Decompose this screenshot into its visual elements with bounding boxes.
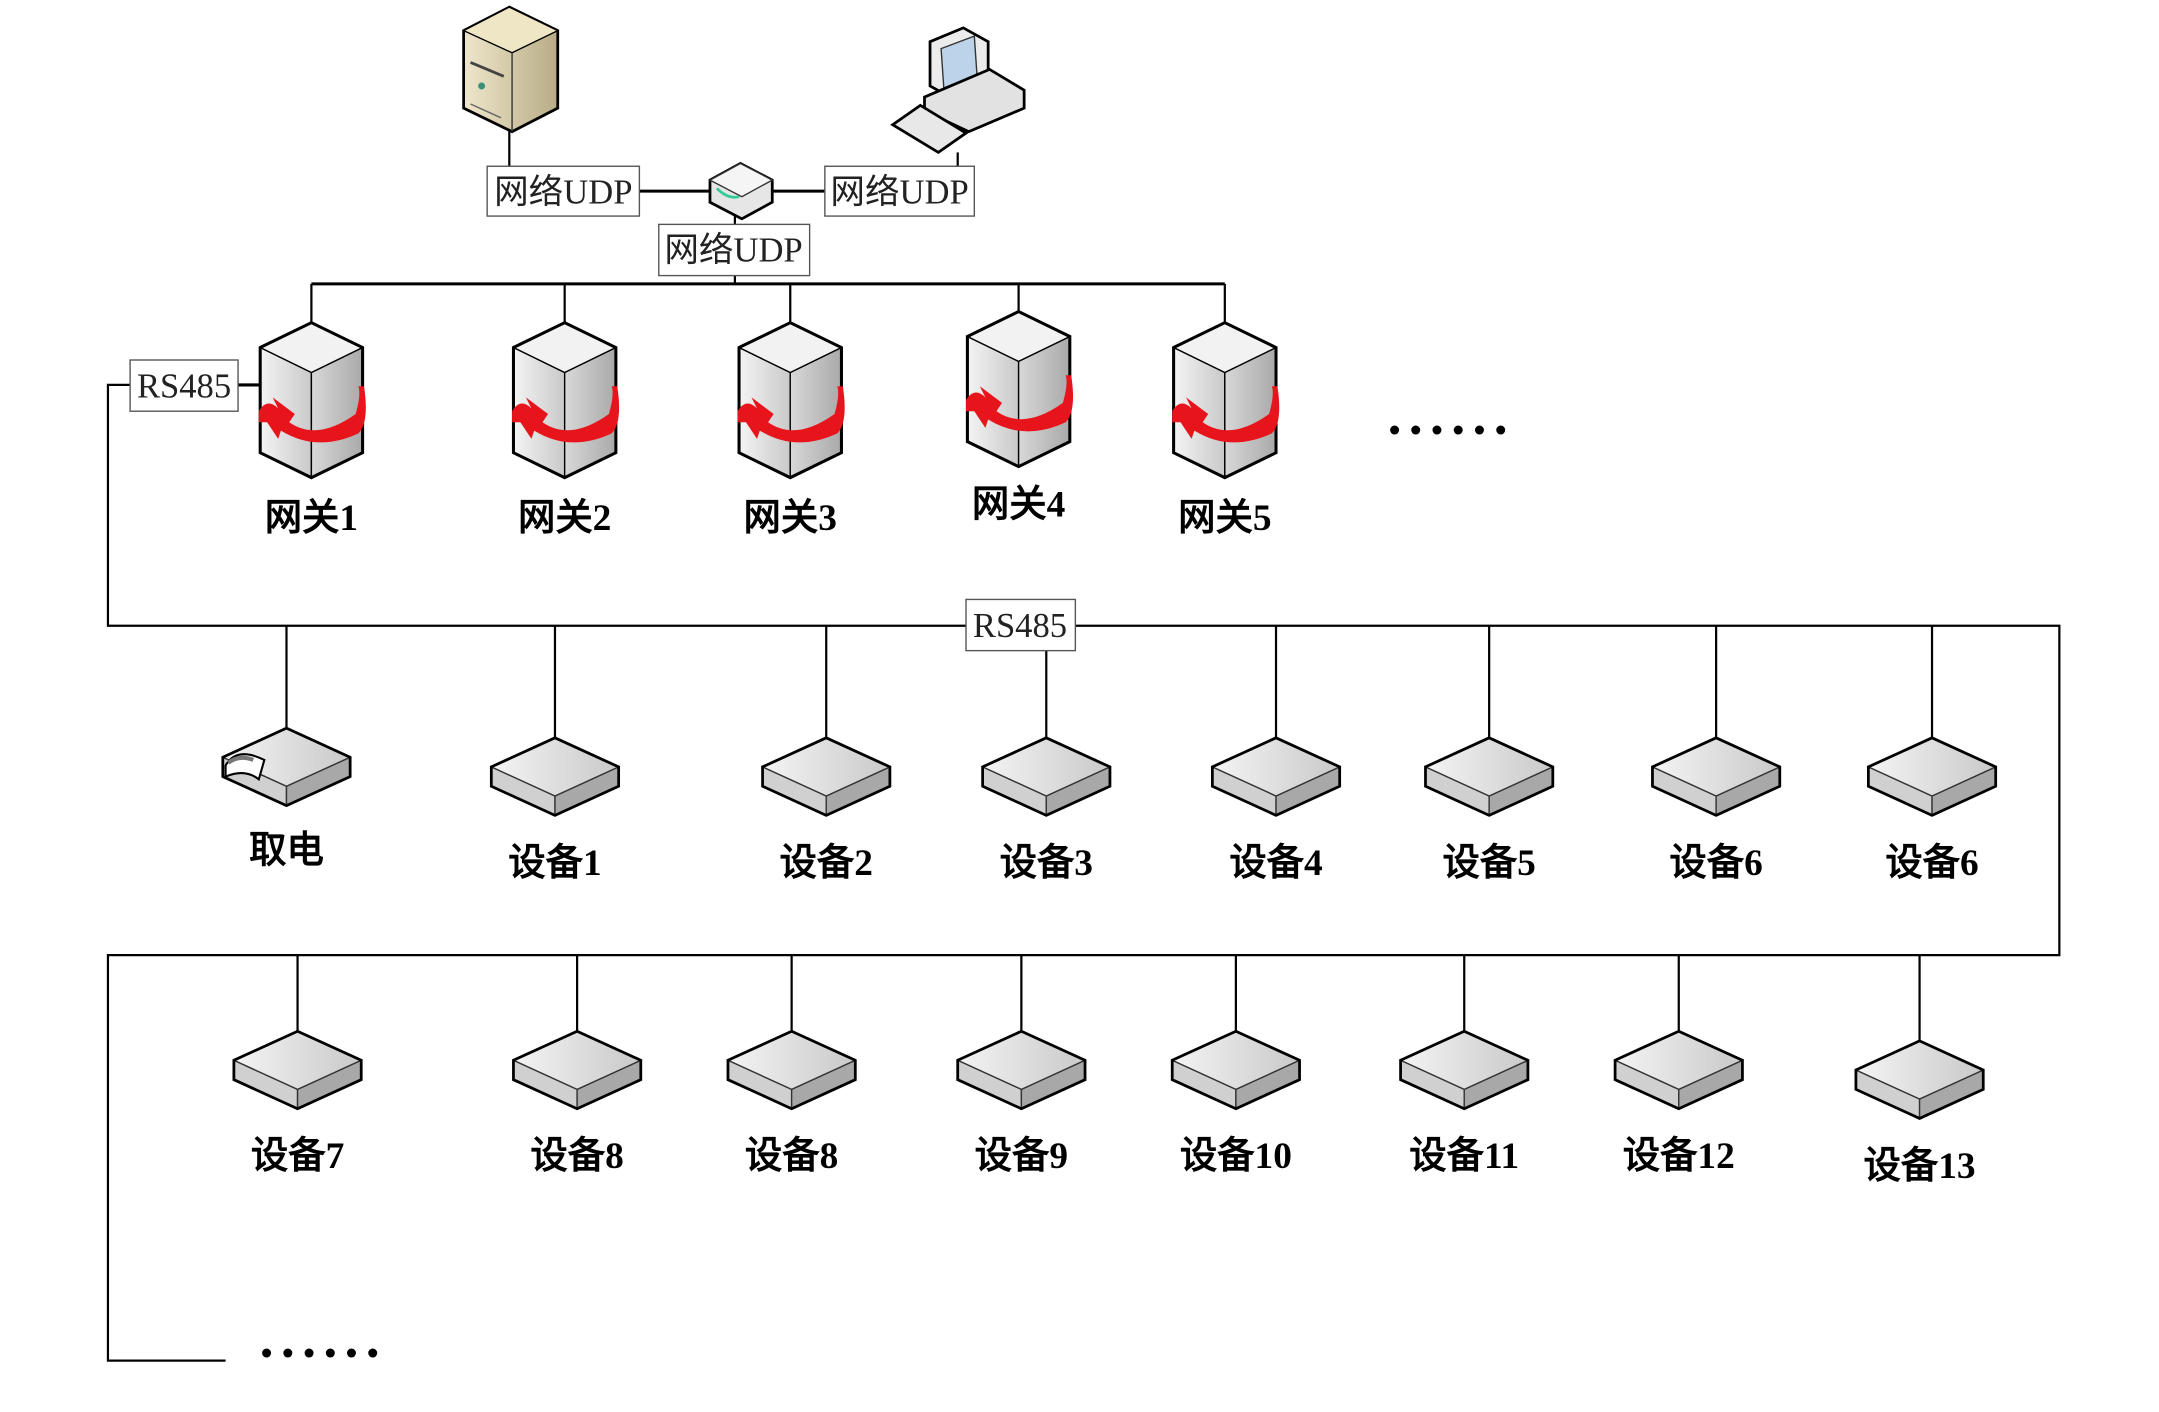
- device-设备12[interactable]: 设备12: [1613, 955, 1745, 1177]
- device-label: 设备6: [1885, 842, 1978, 884]
- device-label: 设备6: [1669, 842, 1762, 884]
- device-group: 取电 设备1 设备2 设备3 设备4 设备5 设备6 设备6 设备7 设备8 设备8 设备9 设备10 设…: [221, 625, 1998, 1187]
- gateway-label: 网关1: [265, 497, 358, 539]
- device-设备1[interactable]: 设备1: [489, 625, 621, 884]
- device-icon: [1423, 736, 1555, 817]
- device-icon: [1210, 736, 1342, 817]
- gateway-label: 网关5: [1178, 497, 1271, 539]
- gateway-5[interactable]: 网关5: [1172, 283, 1280, 539]
- device-icon: [1866, 736, 1998, 817]
- device-icon: [760, 736, 892, 817]
- device-icon: [726, 1029, 857, 1111]
- gateway-1[interactable]: 网关1: [258, 283, 366, 539]
- device-icon: [1170, 1029, 1302, 1111]
- gateway-label: 网关3: [744, 497, 837, 539]
- device-label: 设备9: [975, 1135, 1068, 1177]
- device-label: 设备1: [508, 842, 601, 884]
- device-icon: [511, 1029, 643, 1111]
- device-icon: [1854, 1039, 1985, 1120]
- svg-text:RS485: RS485: [137, 367, 231, 405]
- device-icon: [1650, 736, 1782, 817]
- pc-icon[interactable]: [890, 26, 1026, 155]
- router-icon[interactable]: [708, 161, 774, 221]
- device-设备6[interactable]: 设备6: [1650, 625, 1782, 884]
- server-link-label: 网络UDP: [486, 165, 641, 217]
- gateway-2[interactable]: 网关2: [511, 283, 620, 539]
- gateway-tower-icon: [258, 320, 366, 480]
- device-label: 设备8: [530, 1135, 623, 1177]
- device-icon: [1398, 1029, 1530, 1111]
- gateway-tower-icon: [1172, 320, 1280, 480]
- device-label: 设备5: [1442, 842, 1535, 884]
- device-label: 设备4: [1229, 842, 1322, 884]
- svg-text:网络UDP: 网络UDP: [494, 174, 632, 212]
- gateway-3[interactable]: 网关3: [737, 283, 845, 539]
- device-bus-label: RS485: [965, 598, 1077, 652]
- device-label: 设备13: [1864, 1145, 1976, 1187]
- more-devices-ellipsis: ······: [257, 1323, 384, 1384]
- device-label: 设备11: [1409, 1135, 1519, 1177]
- pc-link-label: 网络UDP: [824, 165, 976, 217]
- device-设备5[interactable]: 设备5: [1423, 625, 1555, 884]
- gateway-label: 网关4: [972, 483, 1065, 525]
- device-icon: [489, 736, 621, 817]
- device-label: 设备8: [745, 1135, 838, 1177]
- device-label: 设备2: [780, 842, 873, 884]
- power-tap[interactable]: 取电: [221, 625, 352, 872]
- svg-text:网络UDP: 网络UDP: [830, 174, 968, 212]
- more-gateways-ellipsis: ······: [1385, 400, 1512, 461]
- device-icon: [232, 1029, 363, 1111]
- router-link-label: 网络UDP: [658, 223, 811, 277]
- refresh-arrow-icon: [1172, 386, 1280, 443]
- device-设备8[interactable]: 设备8: [726, 955, 857, 1177]
- gateway-4[interactable]: 网关4: [965, 283, 1074, 526]
- refresh-arrow-icon: [512, 386, 620, 443]
- refresh-arrow-icon: [258, 386, 366, 443]
- gateway-group: 网关1 网关2 网关3 网关4 网关5: [258, 283, 1280, 539]
- device-label: 设备10: [1180, 1135, 1292, 1177]
- device-设备13[interactable]: 设备13: [1854, 955, 1985, 1187]
- device-label: 设备12: [1623, 1135, 1735, 1177]
- device-设备10[interactable]: 设备10: [1170, 955, 1302, 1177]
- server-icon[interactable]: [462, 5, 560, 134]
- gateway-tower-icon: [511, 320, 620, 480]
- gateway-tower-icon: [737, 320, 845, 480]
- refresh-arrow-icon: [966, 375, 1074, 432]
- device-icon: [1613, 1029, 1745, 1111]
- svg-text:网络UDP: 网络UDP: [664, 232, 802, 270]
- device-label: 设备3: [1000, 842, 1093, 884]
- device-设备3[interactable]: 设备3: [980, 625, 1112, 884]
- device-设备6[interactable]: 设备6: [1866, 625, 1998, 884]
- device-label: 取电: [249, 829, 324, 871]
- gateway-label: 网关2: [518, 497, 611, 539]
- refresh-arrow-icon: [737, 386, 845, 443]
- device-icon: [956, 1029, 1087, 1111]
- gateway-tower-icon: [965, 309, 1074, 469]
- gateway-bus-label: RS485: [129, 359, 239, 412]
- device-设备8[interactable]: 设备8: [511, 955, 643, 1177]
- device-设备7[interactable]: 设备7: [232, 955, 363, 1177]
- device-icon: [980, 736, 1112, 817]
- power-tap-icon: [221, 726, 352, 808]
- device-label: 设备7: [251, 1135, 344, 1177]
- device-设备2[interactable]: 设备2: [760, 625, 892, 884]
- device-设备4[interactable]: 设备4: [1210, 625, 1342, 884]
- device-设备9[interactable]: 设备9: [956, 955, 1087, 1177]
- device-设备11[interactable]: 设备11: [1398, 955, 1530, 1177]
- svg-text:RS485: RS485: [973, 607, 1067, 645]
